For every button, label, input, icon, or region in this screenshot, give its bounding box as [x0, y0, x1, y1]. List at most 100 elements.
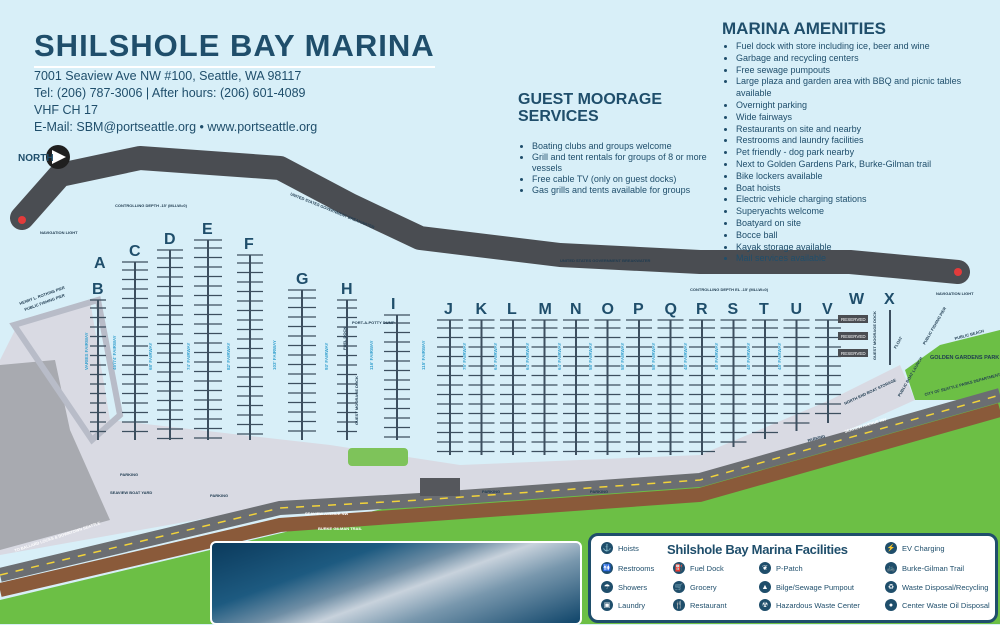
- legend-item: ❦ P-Patch: [759, 562, 803, 574]
- list-item: Restaurants on site and nearby: [736, 124, 992, 136]
- legend-item: 🚻Restrooms: [601, 562, 654, 574]
- fairway-label: 115' FAIRWAY: [421, 340, 426, 370]
- seaview-boatyard-land: [0, 360, 110, 550]
- legend-item: ▲Bilge/Sewage Pumpout: [759, 581, 854, 593]
- dock-label-s: S: [728, 301, 739, 318]
- fairway-label: 48' FAIRWAY: [683, 343, 688, 370]
- port-a-potty-label: PORT-A-POTTY DUMP: [352, 320, 395, 325]
- fairway-label: 116' FAIRWAY: [369, 340, 374, 370]
- dock-label-b: B: [92, 281, 104, 298]
- navigation-light-west: [18, 216, 26, 224]
- legend-label: EV Charging: [902, 543, 945, 553]
- public-pier-label: PUBLIC FISHING PIER: [922, 306, 948, 346]
- reserved-slips: RESERVED RESERVED RESERVED: [838, 315, 868, 357]
- list-item: Bocce ball: [736, 230, 992, 242]
- address: 7001 Seaview Ave NW #100, Seattle, WA 98…: [34, 69, 302, 83]
- list-item: Large plaza and garden area with BBQ and…: [736, 76, 992, 100]
- list-item: Fuel dock with store including ice, beer…: [736, 41, 992, 53]
- depth-east-label: CONTROLLING DEPTH EL -15' (MLLW=0): [690, 287, 769, 292]
- legend-item: ☢ Hazardous Waste Center: [759, 599, 860, 611]
- dock-label-e: E: [202, 221, 213, 238]
- fairway-label: 68' FAIRWAY: [148, 343, 153, 370]
- dock-label-t: T: [759, 301, 769, 318]
- list-item: Overnight parking: [736, 100, 992, 112]
- legend-item: 🍴 Restaurant: [673, 599, 727, 611]
- legend-item: ♻Waste Disposal/Recycling: [885, 581, 988, 593]
- street-label: SEAVIEW AVENUE NW: [305, 511, 348, 516]
- legend-label: Fuel Dock: [690, 563, 724, 573]
- guest-moorage-title-1: GUEST MOORAGE: [518, 91, 663, 108]
- legend-item: 🚲Burke-Gilman Trail: [885, 562, 964, 574]
- breakwater-label-2: UNITED STATES GOVERNMENT BREAKWATER: [560, 258, 651, 263]
- facilities-legend: Shilshole Bay Marina Facilities ⚓Hoists🚻…: [588, 533, 998, 623]
- reserved-label-1: RESERVED: [841, 317, 866, 322]
- parking-label-2: PARKING: [210, 493, 228, 498]
- breakwater: [10, 146, 970, 284]
- rotkins-pier: [9, 296, 124, 445]
- page-title: SHILSHOLE BAY MARINA: [34, 28, 435, 68]
- list-item: Grill and tent rentals for groups of 8 o…: [532, 152, 708, 174]
- nav-light-east-label: NAVIGATION LIGHT: [936, 291, 974, 296]
- parking-label-1: PARKING: [120, 472, 138, 477]
- golden-gardens-park: [905, 330, 1000, 400]
- leaf-icon: ❦: [759, 562, 771, 574]
- fairway-label: 64' FAIRWAY: [557, 343, 562, 370]
- legend-label: Grocery: [690, 582, 717, 592]
- parking-label-5: PARKING: [807, 433, 826, 443]
- email-web: E-Mail: SBM@portseattle.org • www.portse…: [34, 120, 318, 134]
- legend-label: Restrooms: [618, 563, 655, 573]
- fuel-dock-label: FUEL DOCK: [342, 327, 347, 350]
- float-label: FLOAT: [893, 335, 904, 349]
- navigation-light-east: [954, 268, 962, 276]
- list-item: Wide fairways: [736, 112, 992, 124]
- list-item: Gas grills and tents available for group…: [532, 185, 708, 196]
- legend-label: Restaurant: [690, 600, 727, 610]
- dock-label-l: L: [507, 301, 517, 318]
- pumpout-icon: ▲: [759, 581, 771, 593]
- fairway-label: 58' FAIRWAY: [620, 343, 625, 370]
- legend-item: ☂Showers: [601, 581, 647, 593]
- boat-yard-label: SEAVIEW BOAT YARD: [110, 490, 152, 495]
- oil-icon: ●: [885, 599, 897, 611]
- dock-label-w: W: [849, 291, 865, 308]
- list-item: Mail services available: [736, 253, 992, 265]
- fairway-label: 48' FAIRWAY: [714, 343, 719, 370]
- amenities-list: Fuel dock with store including ice, beer…: [722, 41, 992, 265]
- radio-channel: VHF CH 17: [34, 103, 98, 117]
- list-item: Pet friendly - dog park nearby: [736, 147, 992, 159]
- legend-label: Hazardous Waste Center: [776, 600, 860, 610]
- legend-item: ▣Laundry: [601, 599, 645, 611]
- dock-label-r: R: [696, 301, 708, 318]
- fairway-label: 46'/74' FAIRWAY: [112, 335, 117, 370]
- plaza-lawn: [348, 448, 408, 466]
- hoist-icon: ⚓: [601, 542, 613, 554]
- fairway-label: 93' FAIRWAY: [324, 343, 329, 370]
- dock-label-m: M: [539, 301, 552, 318]
- shower-icon: ☂: [601, 581, 613, 593]
- hazard-icon: ☢: [759, 599, 771, 611]
- restaurant-icon: 🍴: [673, 599, 685, 611]
- marina-aerial-photo: [210, 541, 582, 625]
- list-item: Bike lockers available: [736, 171, 992, 183]
- north-arrow: [46, 145, 70, 169]
- contact-info: 7001 Seaview Ave NW #100, Seattle, WA 98…: [34, 68, 317, 136]
- dock-label-u: U: [791, 301, 803, 318]
- list-item: Electric vehicle charging stations: [736, 194, 992, 206]
- dock-label-g: G: [296, 271, 308, 288]
- list-item: Boatyard on site: [736, 218, 992, 230]
- trail-path: [0, 403, 1000, 597]
- list-item: Restrooms and laundry facilities: [736, 135, 992, 147]
- legend-label: Hoists: [618, 543, 639, 553]
- list-item: Boating clubs and groups welcome: [532, 141, 708, 152]
- marina-amenities: MARINA AMENITIES Fuel dock with store in…: [722, 19, 992, 265]
- dock-label-k: K: [476, 301, 488, 318]
- list-item: Superyachts welcome: [736, 206, 992, 218]
- trail-label: BURKE GILMAN TRAIL: [318, 526, 363, 531]
- legend-label: P-Patch: [776, 563, 803, 573]
- dock-label-v: V: [822, 301, 833, 318]
- dock-label-c: C: [129, 243, 141, 260]
- dock-label-h: H: [341, 281, 353, 298]
- dock-label-p: P: [633, 301, 644, 318]
- fuel-icon: ⛽: [673, 562, 685, 574]
